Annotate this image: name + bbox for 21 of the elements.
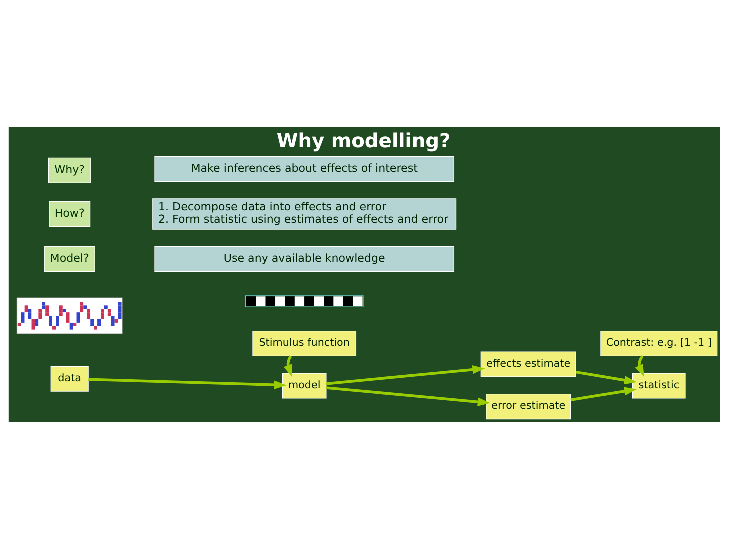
node-box: Use any available knowledge xyxy=(154,246,455,272)
node-box: 1. Decompose data into effects and error 2. Form statistic using estimates of effects and error xyxy=(152,198,457,230)
node-box: effects estimate xyxy=(480,351,576,377)
node-box: How? xyxy=(49,200,91,227)
arrow xyxy=(635,354,644,377)
arrow xyxy=(284,355,292,377)
arrow xyxy=(576,370,637,384)
arrow xyxy=(570,386,637,401)
node-box: Contrast: e.g. [1 -1 ] xyxy=(600,330,718,356)
arrow xyxy=(88,378,287,389)
node-box: statistic xyxy=(632,372,686,398)
arrow xyxy=(326,386,490,406)
node-box: error estimate xyxy=(486,393,572,420)
diagram-title: Why modelling? xyxy=(276,128,451,152)
node-box: model xyxy=(282,372,327,398)
node-box: Stimulus function xyxy=(252,330,357,356)
node-box: Why? xyxy=(48,157,92,183)
node-box: Make inferences about effects of interest xyxy=(154,156,455,182)
arrow xyxy=(326,364,486,385)
node-box: Model? xyxy=(44,246,96,272)
node-box: data xyxy=(50,366,89,392)
